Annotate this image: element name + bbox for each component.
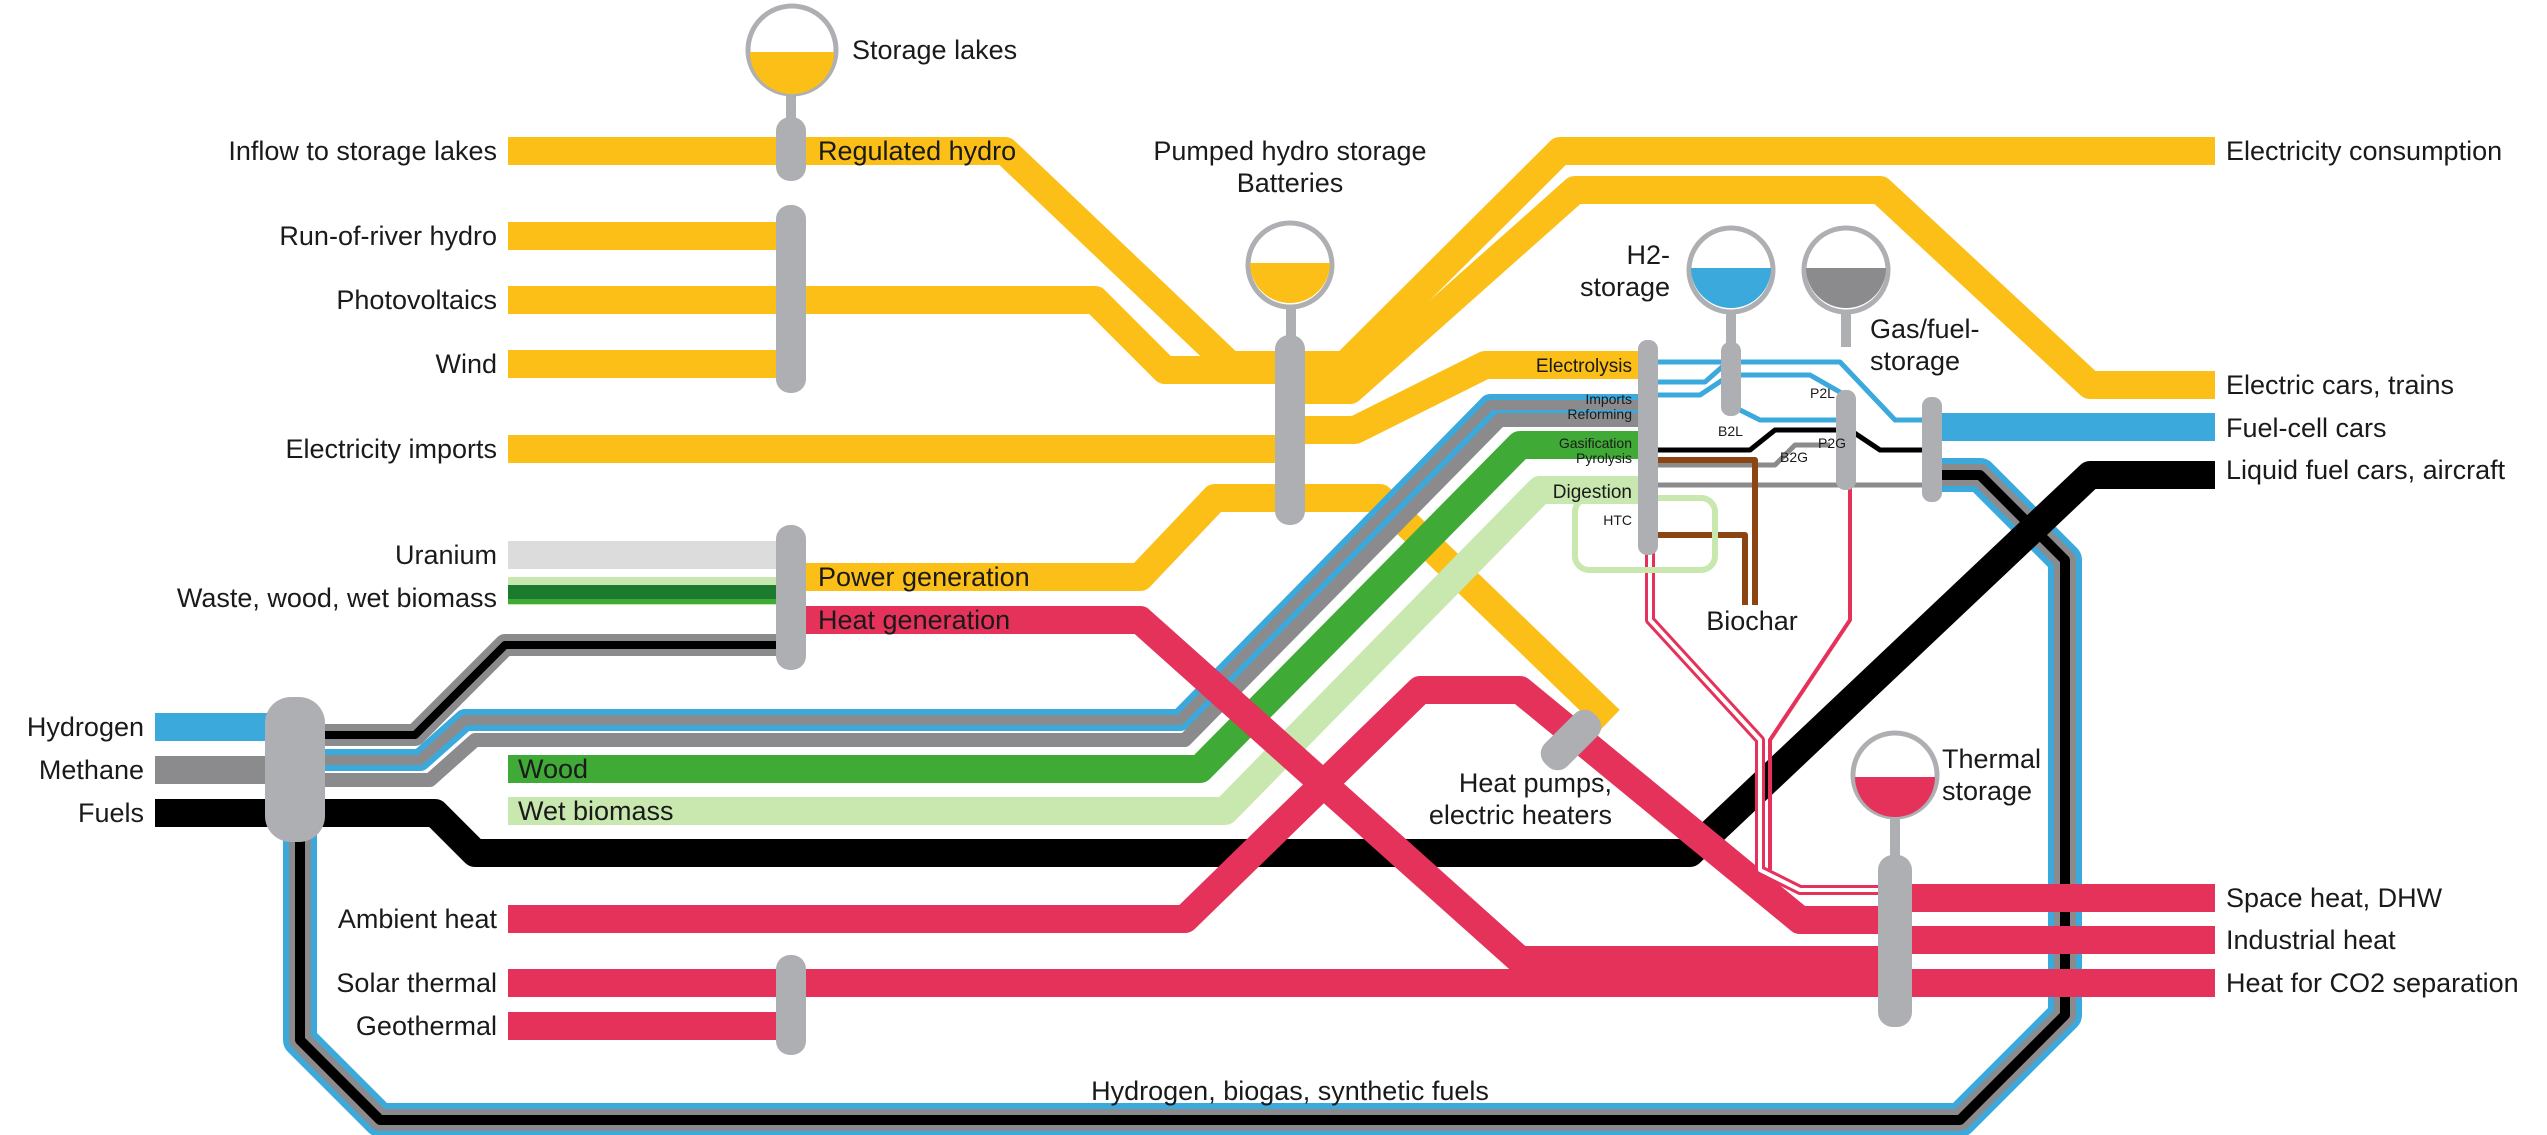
label-solar-thermal: Solar thermal (336, 968, 497, 998)
label-biochar: Biochar (1706, 606, 1798, 636)
flow-labels: Regulated hydro Power generation Heat ge… (518, 136, 1489, 1106)
label-pyrolysis: Pyrolysis (1576, 450, 1632, 466)
label-run-of-river: Run-of-river hydro (279, 221, 497, 251)
source-labels: Inflow to storage lakes Run-of-river hyd… (27, 136, 498, 1041)
biomass-flows (508, 431, 1650, 825)
label-heat-generation: Heat generation (818, 605, 1010, 635)
label-gas-fuel-storage-1: Gas/fuel- (1870, 314, 1980, 344)
label-p2g: P2G (1818, 435, 1846, 451)
storage-lakes-tank (745, 3, 839, 120)
thermal-storage-tank (1850, 730, 1940, 860)
storage-labels: Storage lakes Pumped hydro storage Batte… (852, 35, 2041, 806)
label-regulated-hydro: Regulated hydro (818, 136, 1016, 166)
label-industrial-heat: Industrial heat (2226, 925, 2396, 955)
label-fuels: Fuels (78, 798, 144, 828)
pumped-hydro-node (1275, 335, 1305, 525)
label-electricity-consumption: Electricity consumption (2226, 136, 2502, 166)
label-waste-wood-biomass: Waste, wood, wet biomass (177, 583, 497, 613)
conversion-node (1638, 340, 1658, 555)
label-synthetic-fuels: Hydrogen, biogas, synthetic fuels (1091, 1076, 1489, 1106)
label-heat-pumps-1: Heat pumps, (1459, 768, 1612, 798)
gas-storage-node (1836, 390, 1856, 490)
label-digestion: Digestion (1553, 482, 1632, 503)
regulated-hydro-node (776, 117, 806, 181)
fuel-storage-node (1922, 397, 1942, 502)
pumped-hydro-tank (1245, 220, 1335, 340)
label-batteries: Batteries (1237, 168, 1344, 198)
label-reforming: Reforming (1567, 406, 1632, 422)
label-wind: Wind (435, 349, 497, 379)
renewables-node (776, 205, 806, 393)
thermal-plant-node (776, 525, 806, 670)
label-space-heat: Space heat, DHW (2226, 883, 2443, 913)
label-p2l: P2L (1810, 385, 1835, 401)
label-power-generation: Power generation (818, 562, 1030, 592)
label-gas-fuel-storage-2: storage (1870, 346, 1960, 376)
label-b2l: B2L (1718, 423, 1743, 439)
bus-bars (265, 117, 1942, 1055)
synthetic-fuel-loop (283, 458, 2082, 1135)
label-gasification: Gasification (1559, 435, 1632, 451)
label-wet-biomass: Wet biomass (518, 796, 674, 826)
label-heat-pumps-2: electric heaters (1429, 800, 1612, 830)
import-gas-node (265, 697, 325, 842)
gas-fuel-storage-tank (1801, 225, 1891, 347)
gas-fuel-inputs (155, 394, 2215, 867)
label-uranium: Uranium (395, 540, 497, 570)
label-electric-cars: Electric cars, trains (2226, 370, 2454, 400)
label-electricity-imports: Electricity imports (285, 434, 497, 464)
label-liquid-fuel-cars: Liquid fuel cars, aircraft (2226, 455, 2506, 485)
h2-storage-tank (1686, 225, 1776, 347)
label-storage-lakes: Storage lakes (852, 35, 1017, 65)
label-thermal-storage-2: storage (1942, 776, 2032, 806)
label-electrolysis: Electrolysis (1536, 356, 1632, 377)
label-ambient-heat: Ambient heat (338, 904, 498, 934)
use-labels: Electricity consumption Electric cars, t… (2226, 136, 2519, 998)
label-methane: Methane (39, 755, 144, 785)
label-inflow-storage-lakes: Inflow to storage lakes (228, 136, 497, 166)
label-thermal-storage-1: Thermal (1942, 744, 2041, 774)
thermal-storage-node (1878, 855, 1912, 1027)
label-h2-storage-2: storage (1580, 272, 1670, 302)
label-heat-co2: Heat for CO2 separation (2226, 968, 2519, 998)
solar-geo-node (776, 955, 806, 1055)
label-htc: HTC (1603, 512, 1632, 528)
conversion-labels: Electrolysis Imports Reforming Gasificat… (1429, 356, 1846, 830)
label-geothermal: Geothermal (356, 1011, 497, 1041)
label-b2g: B2G (1780, 449, 1808, 465)
label-wood: Wood (518, 754, 588, 784)
label-pumped-hydro: Pumped hydro storage (1153, 136, 1426, 166)
label-photovoltaics: Photovoltaics (336, 285, 497, 315)
label-hydrogen: Hydrogen (27, 712, 144, 742)
heat-flows (508, 475, 2215, 1040)
label-h2-storage-1: H2- (1626, 240, 1670, 270)
heat-pump-node (1540, 709, 1602, 771)
label-fuel-cell-cars: Fuel-cell cars (2226, 413, 2387, 443)
electricity-flows (508, 137, 2215, 731)
h2-storage-node (1721, 342, 1741, 416)
label-imports: Imports (1585, 391, 1632, 407)
